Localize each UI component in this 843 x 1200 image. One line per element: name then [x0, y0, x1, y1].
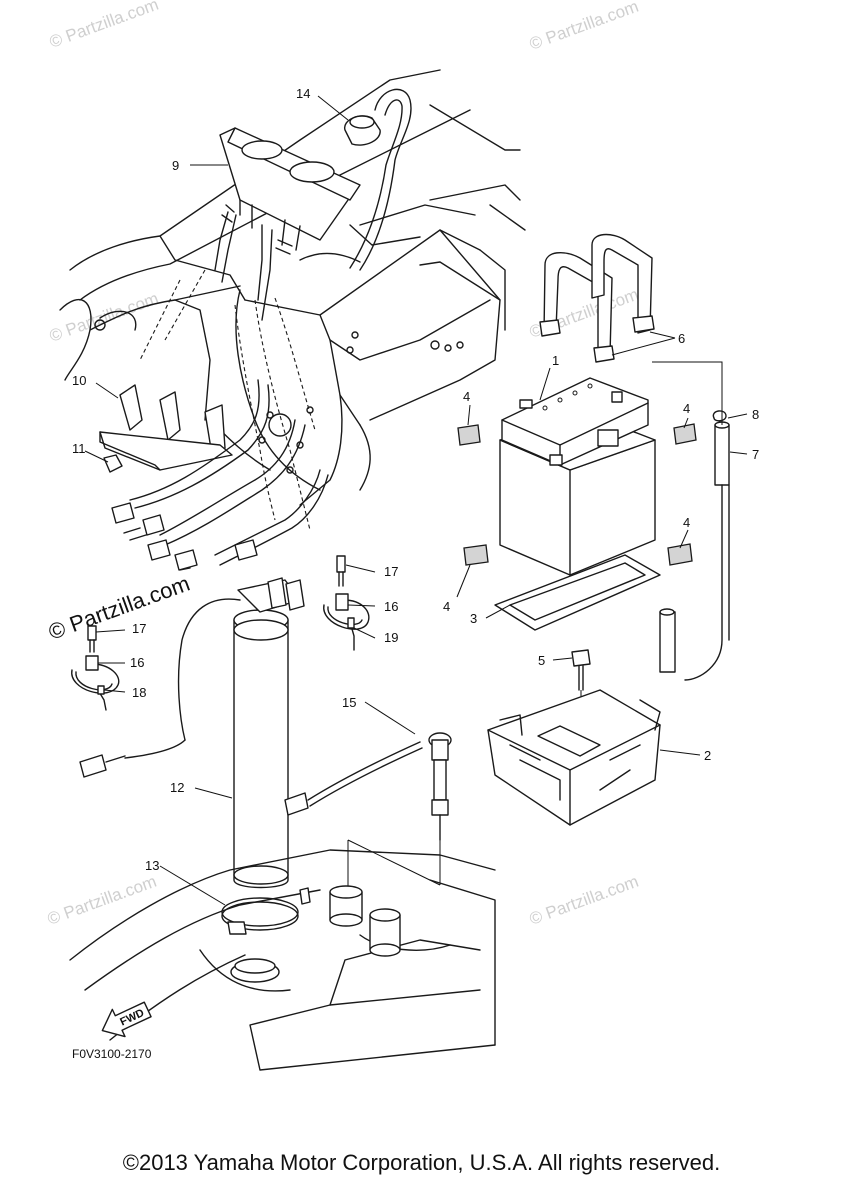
callout-9: 9 — [172, 158, 179, 173]
callout-2: 2 — [704, 748, 711, 763]
part-8-clip — [712, 410, 727, 422]
copyright-notice: ©2013 Yamaha Motor Corporation, U.S.A. A… — [122, 1150, 721, 1175]
callout-5: 5 — [538, 653, 545, 668]
callout-10: 10 — [72, 373, 86, 388]
callout-13: 13 — [145, 858, 159, 873]
callout-16-left: 16 — [130, 655, 144, 670]
part-19-tie — [347, 617, 355, 651]
callout-4-d: 4 — [443, 599, 450, 614]
watermark-bottom-right: © Partzilla.com — [527, 872, 641, 929]
watermark-mid-left: © Partzilla.com — [47, 289, 161, 346]
part-17-pin-center — [336, 555, 346, 587]
pad-4-b — [673, 423, 697, 445]
callout-4-a: 4 — [463, 389, 470, 404]
part-16-clamp-left — [71, 655, 120, 694]
part-12-sender — [79, 577, 305, 889]
callout-15: 15 — [342, 695, 356, 710]
part-17-pin-left — [87, 625, 97, 653]
part-11-clip — [103, 454, 123, 473]
diagram-code: F0V3100-2170 — [72, 1047, 152, 1061]
callout-6: 6 — [678, 331, 685, 346]
fwd-arrow: FWD — [101, 1001, 152, 1038]
fuel-tank — [69, 849, 496, 1071]
watermark-top-right: © Partzilla.com — [527, 0, 641, 54]
callouts: 1 2 3 4 4 4 4 5 6 7 8 9 10 11 12 13 14 1… — [72, 86, 759, 873]
part-3-mat — [494, 554, 661, 631]
part-14-cap — [344, 88, 412, 271]
callout-18: 18 — [132, 685, 146, 700]
pad-4-a — [457, 424, 481, 446]
callout-16-center: 16 — [384, 599, 398, 614]
watermark-center-dark: © Partzilla.com — [45, 571, 193, 645]
callout-11: 11 — [72, 441, 86, 456]
part-2-battery-box — [487, 689, 661, 826]
callout-12: 12 — [170, 780, 184, 795]
part-15-sensor — [284, 732, 452, 890]
pad-4-d — [667, 543, 693, 566]
part-16-clamp-center — [323, 593, 370, 630]
callout-14: 14 — [296, 86, 310, 101]
part-1-battery — [499, 377, 656, 576]
callout-17-left: 17 — [132, 621, 146, 636]
callout-19: 19 — [384, 630, 398, 645]
callout-3: 3 — [470, 611, 477, 626]
pad-4-c — [463, 544, 489, 566]
part-13-clamp — [221, 897, 299, 935]
watermark-top-left: © Partzilla.com — [47, 0, 161, 52]
callout-1: 1 — [552, 353, 559, 368]
part-6-straps — [539, 233, 655, 363]
callout-4-b: 4 — [683, 401, 690, 416]
callout-7: 7 — [752, 447, 759, 462]
part-18-tie — [97, 685, 107, 711]
callout-17-center: 17 — [384, 564, 398, 579]
leader-lines — [84, 95, 748, 906]
hull-frame — [59, 69, 526, 531]
watermark-bottom-left: © Partzilla.com — [45, 872, 159, 929]
part-10-bracket — [99, 384, 233, 471]
part-9-meter — [214, 127, 361, 321]
callout-4-c: 4 — [683, 515, 690, 530]
part-4-pads — [457, 423, 697, 566]
part-7-hose — [652, 361, 730, 681]
callout-8: 8 — [752, 407, 759, 422]
wire-harness — [111, 379, 329, 571]
